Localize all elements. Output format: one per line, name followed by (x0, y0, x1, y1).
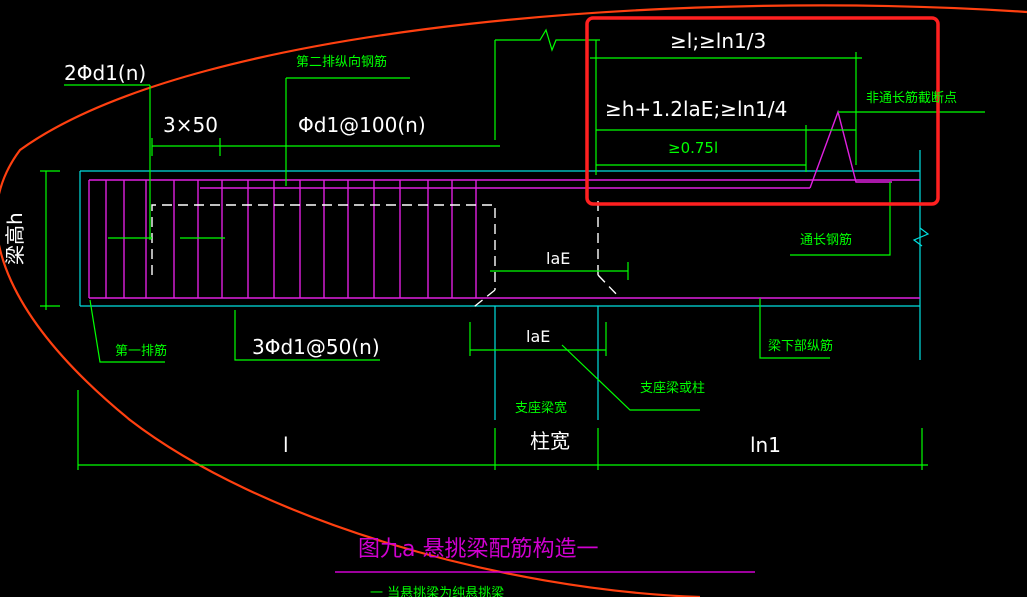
label-through-bars: 通长钢筋 (800, 232, 852, 248)
label-span-l: l (283, 433, 289, 457)
label-top-bars: 2Φd1(n) (64, 61, 146, 85)
label-column-width: 柱宽 (530, 429, 570, 453)
highlight-box (585, 16, 940, 206)
label-second-row: 第二排纵向钢筋 (296, 54, 387, 70)
label-stirrup-50: 3Φd1@50(n) (252, 335, 380, 359)
label-top-c: ≥0.75l (668, 139, 718, 157)
label-stirrup-100: Φd1@100(n) (298, 113, 426, 137)
orange-outline-curve (0, 4, 1027, 597)
label-lae-upper: laE (546, 249, 570, 268)
beam-outline (79, 150, 930, 420)
label-spacing-3x50: 3×50 (163, 113, 218, 137)
label-support-beam-width: 支座梁宽 (515, 400, 567, 416)
dimension-lines (40, 40, 985, 470)
label-top-a: ≥l;≥ln1/3 (670, 29, 766, 53)
sub-caption: 一 当悬挑梁为纯悬挑梁 (370, 586, 504, 597)
top-rebar (89, 109, 920, 189)
label-lae-lower: laE (526, 327, 550, 346)
label-support-beam-or-column: 支座梁或柱 (640, 381, 705, 396)
label-non-through-cut: 非通长筋截断点 (866, 90, 957, 106)
label-top-b: ≥h+1.2laE;≥ln1/4 (605, 97, 787, 121)
caption: 图九a 悬挑梁配筋构造一 (358, 537, 598, 562)
stirrups (88, 180, 477, 298)
label-beam-height: 梁高h (3, 212, 27, 265)
label-span-ln1: ln1 (750, 433, 781, 457)
break-mark (494, 28, 600, 140)
label-bottom-bars: 梁下部纵筋 (768, 338, 833, 354)
second-row-dashed-bar (151, 195, 621, 311)
label-first-row: 第一排筋 (115, 343, 167, 359)
